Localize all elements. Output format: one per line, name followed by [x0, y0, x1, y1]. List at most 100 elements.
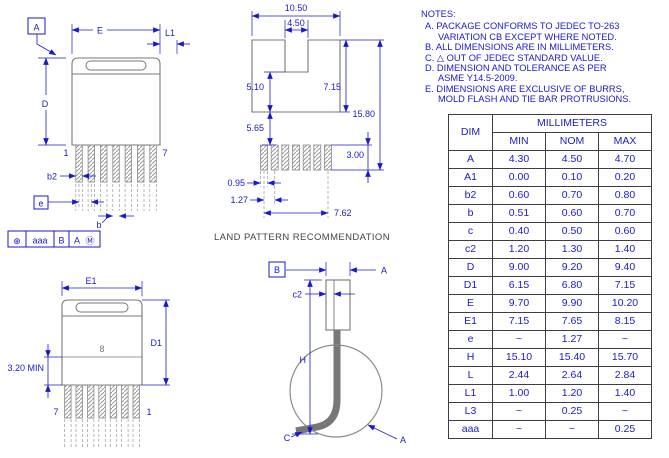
fcf-tolerance-label: aaa — [32, 236, 47, 246]
dim-tab-exposure-label: 3.20 MIN — [7, 363, 44, 373]
dim-total-width-label: 10.50 — [285, 3, 308, 13]
min-cell: 0.00 — [492, 168, 546, 187]
front-pin1-label: 1 — [63, 148, 68, 158]
max-cell: 10.20 — [598, 294, 652, 313]
land-pattern-caption: LAND PATTERN RECOMMENDATION — [214, 232, 390, 243]
front-body-outline — [71, 57, 161, 146]
note-b: B. ALL DIMENSIONS ARE IN MILLIMETERS. — [425, 42, 633, 52]
dim-e-pitch — [33, 195, 104, 210]
back-leads — [64, 384, 140, 419]
fcf-position-symbol: ⊕ — [13, 236, 21, 246]
min-cell: 2.44 — [492, 366, 546, 385]
front-view: A E L1 D 1 7 b2 — [7, 17, 190, 248]
dim-cell: D1 — [448, 276, 493, 295]
dim-total-height-label: 15.80 — [352, 109, 375, 119]
datum-a-label: A — [33, 23, 39, 33]
dim-column-header: DIM — [448, 114, 493, 151]
dim-gap — [262, 111, 276, 146]
max-cell: 8.15 — [598, 312, 652, 331]
nom-cell: 0.60 — [545, 204, 599, 223]
nom-cell: 1.20 — [545, 384, 599, 403]
fcf-datum-b-label: B — [58, 236, 64, 246]
nom-cell: 6.80 — [545, 276, 599, 295]
dim-tab-exposure — [44, 344, 62, 398]
max-cell: 0.70 — [598, 204, 652, 223]
front-lead-centerlines — [75, 184, 157, 211]
note-b-text: ALL DIMENSIONS ARE IN MILLIMETERS. — [435, 42, 614, 53]
nom-cell: 0.70 — [545, 186, 599, 205]
min-cell: 0.51 — [492, 204, 546, 223]
dim-notch-width — [284, 20, 309, 38]
dim-tab-height-label: 7.15 — [323, 82, 341, 92]
max-cell: 4.70 — [598, 150, 652, 169]
back-view: 8 E1 D1 — [7, 276, 170, 448]
dim-D-label: D — [42, 99, 49, 109]
note-e-label: E. — [425, 83, 434, 94]
max-cell: 9.40 — [598, 258, 652, 277]
dim-pad-width-label: 0.95 — [227, 178, 245, 188]
dim-cell: L — [448, 366, 493, 385]
back-pin7-label: 7 — [53, 407, 58, 417]
dim-pad-height-label: 3.00 — [346, 150, 364, 160]
dim-E-label: E — [97, 26, 103, 36]
table-row: e~1.27~ — [448, 330, 652, 349]
dim-notch-width-label: 4.50 — [287, 18, 305, 28]
nom-cell: 2.64 — [545, 366, 599, 385]
max-cell: 0.80 — [598, 186, 652, 205]
dim-c2-label: c2 — [292, 290, 302, 300]
max-cell: 0.60 — [598, 222, 652, 241]
fcf-datum-a-label: A — [74, 236, 80, 246]
min-cell: ~ — [492, 402, 546, 421]
table-row: L3~0.25~ — [448, 402, 652, 421]
pad-centerlines — [260, 171, 329, 218]
table-row: aaa~~0.25 — [448, 420, 652, 439]
note-b-label: B. — [425, 42, 434, 53]
dim-cell: A — [448, 150, 493, 169]
min-cell: ~ — [492, 420, 546, 439]
nom-cell: 1.27 — [545, 330, 599, 349]
nom-column-header: NOM — [545, 132, 599, 151]
dim-L1 — [147, 40, 190, 54]
nom-cell: 0.50 — [545, 222, 599, 241]
dim-C-label: C — [284, 433, 291, 443]
detail-circle — [289, 344, 383, 438]
feature-control-frame — [7, 230, 101, 248]
dim-H-label: H — [300, 355, 307, 365]
tab-pad-outline — [251, 39, 341, 113]
max-cell: ~ — [598, 330, 652, 349]
dim-D1 — [142, 299, 170, 386]
dim-cell: L3 — [448, 402, 493, 421]
dim-total-height — [331, 39, 384, 171]
units-header: MILLIMETERS — [492, 114, 652, 133]
dim-cell: A1 — [448, 168, 493, 187]
dim-cell: L1 — [448, 384, 493, 403]
side-lead-bend — [295, 330, 341, 435]
min-cell: 1.20 — [492, 240, 546, 259]
datum-a-flag — [27, 17, 57, 56]
min-cell: 6.15 — [492, 276, 546, 295]
dim-cell: E1 — [448, 312, 493, 331]
dim-cell: b — [448, 204, 493, 223]
dim-pad-height — [331, 132, 372, 183]
back-tab-slot — [75, 302, 129, 313]
notes-title: NOTES: — [421, 9, 456, 19]
dim-H — [292, 279, 322, 435]
max-cell: 7.15 — [598, 276, 652, 295]
nom-cell: ~ — [545, 420, 599, 439]
max-cell: 15.70 — [598, 348, 652, 367]
min-cell: 1.00 — [492, 384, 546, 403]
detail-a-label: A — [400, 435, 406, 445]
dim-C-leader — [290, 431, 303, 438]
note-d-label: D. — [425, 63, 435, 74]
